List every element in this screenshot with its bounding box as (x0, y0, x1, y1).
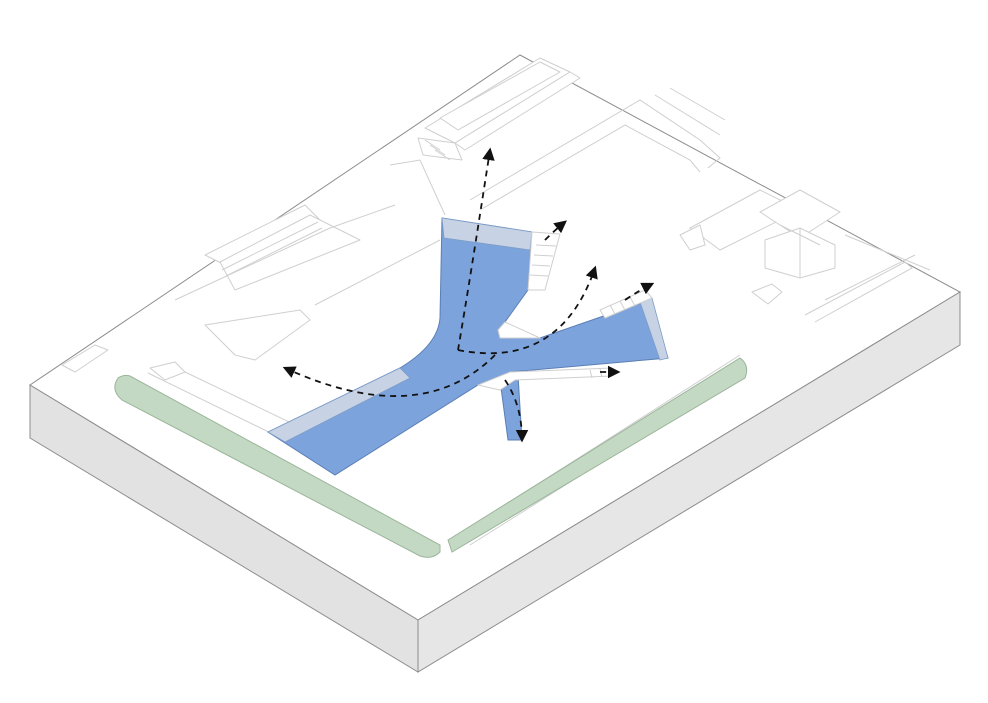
flow-arrow-stair-north (544, 220, 567, 241)
flow-arrow-northeast (457, 265, 598, 355)
context-building-east (679, 189, 841, 305)
stair-structures (477, 231, 653, 391)
water-edge-north (441, 217, 533, 251)
flow-arrow-stair-east (624, 282, 655, 301)
water-edge-west (267, 367, 411, 443)
green-strips (114, 357, 748, 558)
flow-arrow-west (282, 354, 496, 397)
context-building-north (417, 57, 581, 161)
flow-arrow-south (504, 379, 529, 443)
site-context (61, 57, 931, 546)
context-building-west (204, 204, 361, 291)
flow-arrows (282, 147, 655, 443)
green-strip-west (114, 374, 441, 558)
green-strip-east (447, 357, 748, 553)
base-front-right-face (417, 291, 961, 673)
water-y-form (266, 217, 669, 476)
